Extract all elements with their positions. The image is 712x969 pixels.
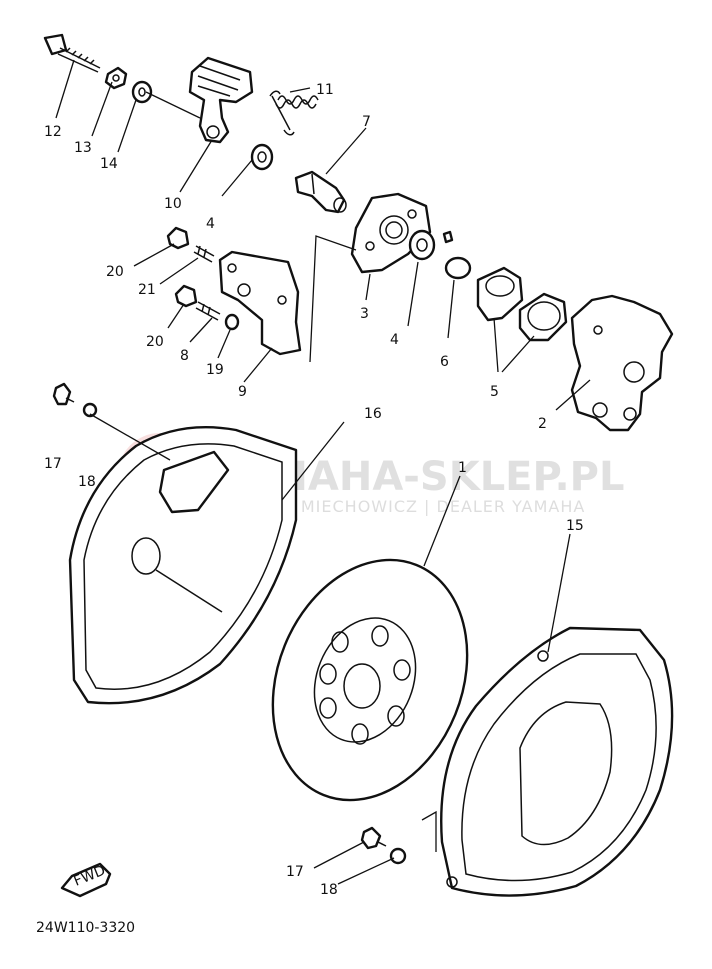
- caliper-2: [570, 294, 674, 432]
- callout-17-upper: 17: [44, 456, 62, 472]
- callout-6: 6: [440, 354, 449, 370]
- callout-13: 13: [74, 140, 92, 156]
- lever-10: [188, 56, 254, 144]
- callout-11: 11: [316, 82, 334, 98]
- pin-6: [442, 230, 472, 280]
- washer-14: [131, 80, 153, 104]
- seal-4-upper: [250, 143, 274, 171]
- callout-7: 7: [362, 114, 371, 130]
- callout-15: 15: [566, 518, 584, 534]
- callout-8: 8: [180, 348, 189, 364]
- watermark-subtitle: MOTO MIECHOWICZ | DEALER YAMAHA: [242, 497, 585, 516]
- bolt-washer-upper: [52, 382, 98, 418]
- bolt-washer-lower: [360, 826, 407, 865]
- bolt-12: [43, 33, 101, 73]
- leader-lines: [55, 59, 591, 885]
- part-code: 24W110-3320: [36, 920, 135, 936]
- pistons-5: [476, 266, 568, 342]
- callout-5: 5: [490, 384, 499, 400]
- callout-17-lower: 17: [286, 864, 304, 880]
- callout-4-lower: 4: [390, 332, 399, 348]
- callout-2: 2: [538, 416, 547, 432]
- callout-4-upper: 4: [206, 216, 215, 232]
- callout-labels: 12 13 14 10 11 4 7 20 21 20 8 19 9 3 4 6…: [44, 82, 584, 898]
- callout-10: 10: [164, 196, 182, 212]
- callout-20-lower: 20: [146, 334, 164, 350]
- callout-20-upper: 20: [106, 264, 124, 280]
- callout-9: 9: [238, 384, 247, 400]
- bleed-screw-7: [294, 170, 347, 214]
- nut-13: [104, 66, 128, 90]
- cover-16: [68, 426, 298, 705]
- small-hardware: [166, 226, 240, 331]
- callout-18-lower: 18: [320, 882, 338, 898]
- backing-plate-15: [440, 626, 674, 897]
- callout-16: 16: [364, 406, 382, 422]
- callout-12: 12: [44, 124, 62, 140]
- bracket-9: [218, 250, 302, 356]
- spring-11: [269, 90, 319, 136]
- callout-14: 14: [100, 156, 118, 172]
- brake-disc-1: [271, 558, 469, 802]
- callout-1: 1: [458, 460, 467, 476]
- seal-4-lower: [408, 229, 436, 261]
- callout-21: 21: [138, 282, 156, 298]
- fwd-arrow-icon: FWD: [60, 863, 112, 898]
- callout-19: 19: [206, 362, 224, 378]
- callout-3: 3: [360, 306, 369, 322]
- callout-18-upper: 18: [78, 474, 96, 490]
